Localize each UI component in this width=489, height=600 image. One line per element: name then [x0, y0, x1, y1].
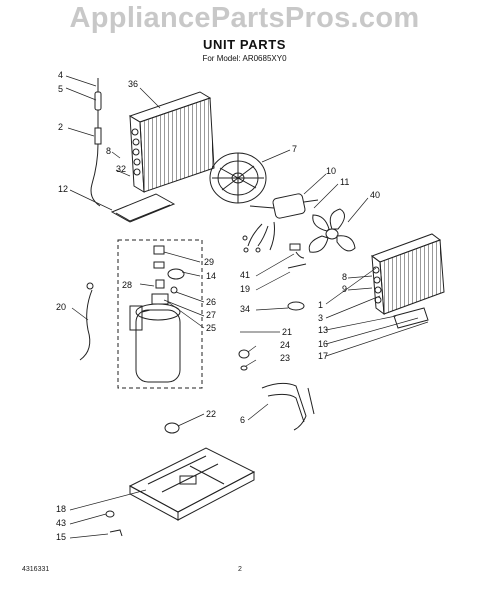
callout-1: 1	[318, 300, 323, 310]
callout-24: 24	[280, 340, 290, 350]
callout-23: 23	[280, 353, 290, 363]
callout-29: 29	[204, 257, 214, 267]
callout-22: 22	[206, 409, 216, 419]
page-title: UNIT PARTS	[202, 37, 287, 52]
callout-18: 18	[56, 504, 66, 514]
part-41	[295, 251, 305, 259]
compressor	[129, 303, 181, 383]
callout-2: 2	[58, 122, 63, 132]
callout-7: 7	[292, 144, 297, 154]
callout-26: 26	[206, 297, 216, 307]
callout-13: 13	[318, 325, 328, 335]
drain-heater-strip	[110, 193, 176, 223]
watermark: AppliancePartsPros.com	[69, 2, 420, 34]
thermostat-bulb	[90, 78, 102, 207]
part-19	[287, 263, 307, 269]
callout-32: 32	[116, 164, 126, 174]
callout-28: 28	[122, 280, 132, 290]
callout-36: 36	[128, 79, 138, 89]
discharge-tube	[261, 382, 307, 431]
callout-8: 8	[106, 146, 111, 156]
callout-10: 10	[326, 166, 336, 176]
compressor-mount	[164, 422, 180, 434]
callout-15: 15	[56, 532, 66, 542]
callout-14: 14	[206, 271, 216, 281]
callout-16: 16	[318, 339, 328, 349]
condenser-coil	[370, 233, 445, 316]
callout-43: 43	[56, 518, 66, 528]
callout-20: 20	[56, 302, 66, 312]
part-34	[287, 301, 305, 311]
power-cord	[79, 289, 93, 361]
leader-lines	[65, 75, 429, 539]
callout-41: 41	[240, 270, 250, 280]
callout-12: 12	[58, 184, 68, 194]
callout-11: 11	[340, 177, 349, 187]
callout-27: 27	[206, 310, 216, 320]
callout-5: 5	[58, 84, 63, 94]
clip	[109, 529, 123, 537]
evaporator-coil	[128, 91, 215, 193]
callout-21: 21	[282, 327, 292, 337]
blower-wheel	[209, 152, 267, 204]
callout-19: 19	[240, 284, 250, 294]
callout-40: 40	[370, 190, 380, 200]
callout-4: 4	[58, 70, 63, 80]
callout-6: 6	[240, 415, 245, 425]
callout-25: 25	[206, 323, 216, 333]
callout-numbers: 4 5 36 2 8 32 7 10 11 40 12 29 14 28 26 …	[56, 70, 380, 542]
callout-8b: 8	[342, 272, 347, 282]
compressor-assembly-outline	[117, 239, 203, 389]
page-number: 2	[238, 566, 242, 573]
part-13	[393, 307, 429, 329]
screw	[105, 510, 115, 518]
washer	[240, 365, 248, 371]
callout-17: 17	[318, 351, 328, 361]
condenser-fan-blade	[308, 208, 356, 253]
base-pan	[128, 447, 256, 521]
model-line: For Model: AR0685XY0	[202, 54, 287, 63]
document-number: 4316331	[22, 566, 50, 573]
grommet	[238, 349, 250, 359]
callout-3: 3	[318, 313, 323, 323]
terminal-cover-parts	[151, 245, 185, 305]
callout-9: 9	[342, 284, 347, 294]
callout-34: 34	[240, 304, 250, 314]
fan-motor	[242, 193, 319, 253]
